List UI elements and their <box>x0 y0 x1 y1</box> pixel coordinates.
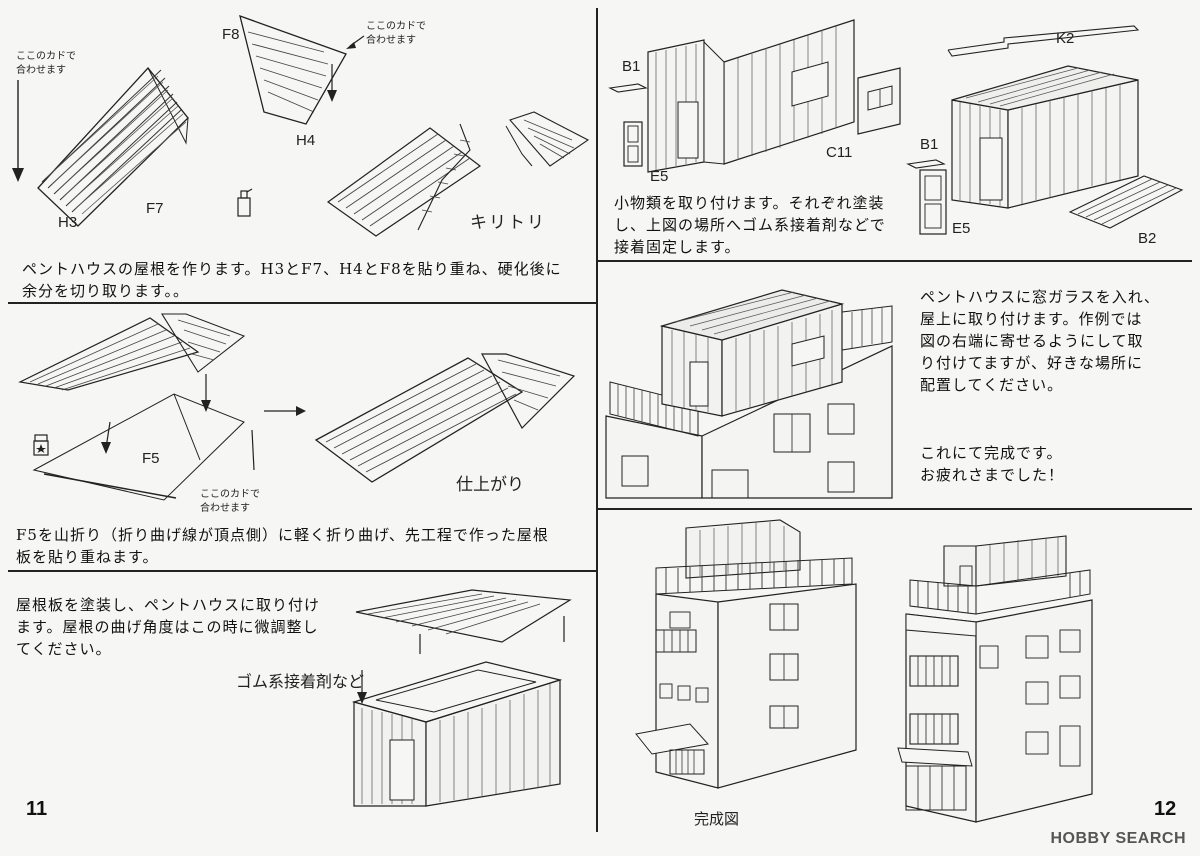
label-b1-top: B1 <box>622 58 641 75</box>
step3-text: 屋根板を塗装し、ペントハウスに取り付け ます。屋根の曲げ角度はこの時に微調整し … <box>16 596 321 658</box>
callout-f5-corner: ここのカドで 合わせます <box>200 489 260 514</box>
right-arrow-icon <box>264 406 306 416</box>
page-number-left: 11 <box>26 798 48 820</box>
clamp-icon <box>33 434 49 456</box>
cut-panels-diagram <box>326 111 590 237</box>
left-divider-1 <box>8 302 596 304</box>
label-f7: F7 <box>146 200 164 217</box>
e5-door-right <box>919 169 947 235</box>
glue-bottle-icon <box>237 188 253 217</box>
step2-text: F5を山折り（折り曲げ線が頂点側）に軽く折り曲げ、先工程で作った屋根 板を貼り重… <box>16 526 549 566</box>
step4-text: 小物類を取り付けます。それぞれ塗装 し、上図の場所へゴム系接着剤などで 接着固定… <box>614 194 886 256</box>
label-b2: B2 <box>1138 230 1157 247</box>
finished-roof-diagram <box>314 353 576 483</box>
completed-building-right <box>897 535 1093 823</box>
label-e5-right: E5 <box>952 220 971 237</box>
label-b1-right: B1 <box>920 136 939 153</box>
label-h3: H3 <box>58 214 78 231</box>
page-number-right: 12 <box>1154 798 1177 820</box>
e5-door-left <box>623 121 643 167</box>
roof-plate-diagram <box>18 313 246 391</box>
penthouse-assembled <box>951 65 1139 209</box>
label-f5: F5 <box>142 450 160 467</box>
callout-left-corner: ここのカドで 合わせます <box>16 51 76 76</box>
callout-top-corner: ここのカドで 合わせます <box>366 21 426 46</box>
label-cut: キリトリ <box>470 213 546 232</box>
left-divider-2 <box>8 570 596 572</box>
roof-panel-h3-f7 <box>37 67 189 227</box>
k2-rail <box>947 25 1140 57</box>
b1-plate-right <box>906 159 946 169</box>
rooftop-penthouse-closeup <box>605 289 893 499</box>
page-divider <box>596 8 598 832</box>
b1-plate <box>608 83 648 93</box>
label-c11: C11 <box>826 144 853 161</box>
glue-arrow-icon <box>357 670 367 704</box>
label-finished: 仕上がり <box>456 475 524 494</box>
penthouse-parts-exploded <box>647 19 855 173</box>
c11-window-panel <box>857 67 901 135</box>
label-e5-left: E5 <box>650 168 669 185</box>
callout-arrow-icon <box>346 35 365 49</box>
completed-label: 完成図 <box>694 811 740 828</box>
b2-grate <box>1068 175 1184 229</box>
step1-text: ペントハウスの屋根を作ります。H3とF7、H4とF8を貼り重ね、硬化後に 余分を… <box>22 260 562 300</box>
label-h4: H4 <box>296 132 316 149</box>
f5-sheet-diagram <box>32 374 255 501</box>
label-glue: ゴム系接着剤など <box>236 674 365 691</box>
roof-plate-step3 <box>355 589 572 654</box>
down-arrow-icon <box>12 80 24 182</box>
roof-panel-f8-h4 <box>239 14 347 125</box>
done-text: これにて完成です。 お疲れさまでした！ <box>920 444 1065 484</box>
label-f8: F8 <box>222 26 240 43</box>
completed-building-left <box>635 519 857 789</box>
step5-text: ペントハウスに窓ガラスを入れ、 屋上に取り付けます。作例では 図の右端に寄せるよ… <box>920 288 1160 394</box>
label-k2: K2 <box>1056 30 1075 47</box>
right-divider-1 <box>598 260 1192 262</box>
watermark: HOBBY SEARCH <box>1050 830 1186 847</box>
penthouse-body-diagram <box>351 661 563 807</box>
right-divider-2 <box>598 508 1192 510</box>
